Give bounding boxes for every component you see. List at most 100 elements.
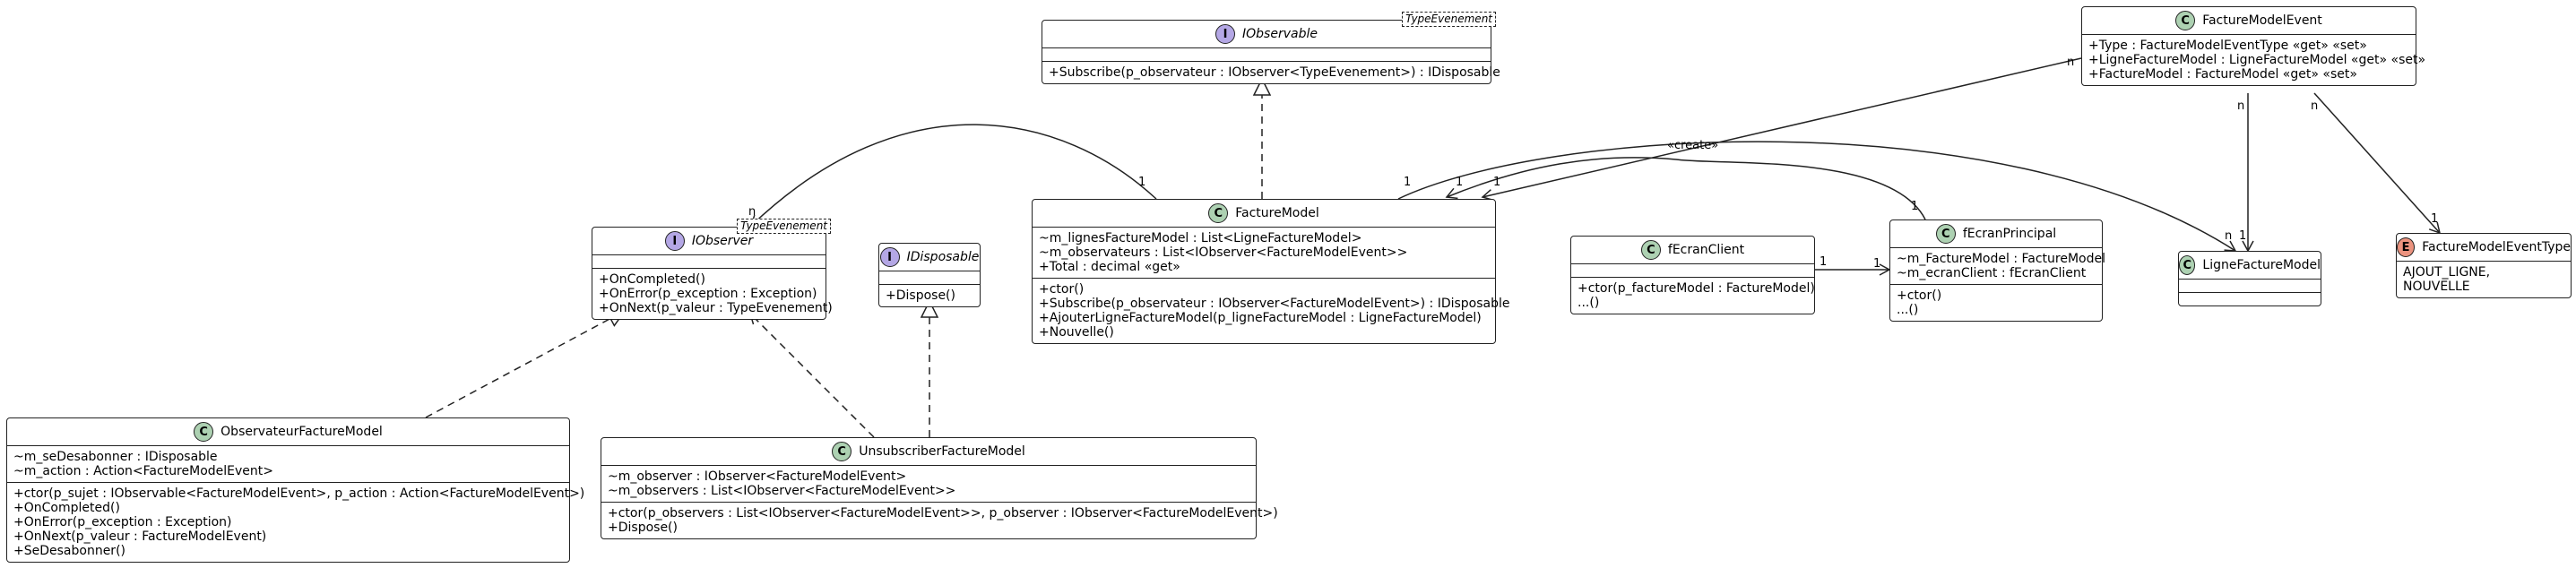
enum-icon: E [2397,237,2416,257]
methods-section [2179,293,2321,306]
class-icon: C [2179,255,2196,275]
attribute: ~m_lignesFactureModel : List<LigneFactur… [1039,231,1362,245]
attributes-section: +Type : FactureModelEventType «get» «set… [2082,35,2426,85]
association-facturemodelevent-facturemodel [1481,57,2082,202]
attribute: +LigneFactureModel : LigneFactureModel «… [2088,53,2426,67]
method: +OnCompleted() [13,501,120,515]
method: +OnNext(p_valeur : TypeEvenement) [599,301,833,315]
attributes-section: ~m_seDesabonner : IDisposable ~m_action … [7,446,569,483]
method: ...() [1897,303,1919,317]
method: +OnCompleted() [599,272,705,287]
class-box-observateurfacturemodel[interactable]: C ObservateurFactureModel ~m_seDesabonne… [6,417,585,563]
class-box-lignefacturemodel[interactable]: C LigneFactureModel [2178,251,2321,306]
method: +Nouvelle() [1039,325,1114,340]
method: +Subscribe(p_observateur : IObserver<Typ… [1049,65,1500,80]
method: ...() [1578,296,1600,310]
class-box-fecranprincipal[interactable]: C fEcranPrincipal ~m_FactureModel : Fact… [1889,219,2105,322]
method: +Dispose() [886,288,955,303]
multiplicity-label: 1 [1911,200,1919,213]
multiplicity-label: 1 [2239,229,2247,243]
method: +AjouterLigneFactureModel(p_ligneFacture… [1039,311,1482,325]
class-name: IObserver [691,234,754,248]
class-box-facturemodeleventtype[interactable]: E FactureModelEventType AJOUT_LIGNE, NOU… [2396,233,2572,298]
class-icon: C [194,422,214,442]
multiplicity-label: 1 [1873,257,1881,271]
attributes-section: ~m_lignesFactureModel : List<LigneFactur… [1033,228,1495,279]
dependency-unsubscriber-iobserver [748,312,875,438]
multiplicity-label: 1 [1138,176,1146,189]
association-facturemodel-iobserver [749,124,1157,228]
class-name: FactureModel [1235,206,1319,220]
class-name: LigneFactureModel [2202,258,2321,272]
attributes-section: ~m_FactureModel : FactureModel ~m_ecranC… [1890,248,2105,285]
attribute: ~m_observers : List<IObserver<FactureMod… [608,484,956,498]
class-name: IObservable [1242,27,1318,41]
multiplicity-label: 1 [1456,176,1464,189]
methods-section: +ctor() +Subscribe(p_observateur : IObse… [1033,279,1510,343]
class-header: C fEcranPrincipal [1890,220,2102,248]
class-box-iobserver[interactable]: I IObserver TypeEvenement +OnCompleted()… [592,219,833,320]
type-parameter: TypeEvenement [737,219,831,234]
class-box-fecranclient[interactable]: C fEcranClient +ctor(p_factureModel : Fa… [1570,236,1815,314]
attribute: ~m_action : Action<FactureModelEvent> [13,464,273,478]
class-header: I IDisposable [879,244,980,271]
class-box-facturemodelevent[interactable]: C FactureModelEvent +Type : FactureModel… [2081,6,2426,86]
class-name: fEcranClient [1667,243,1745,257]
class-name: IDisposable [906,250,980,264]
class-name: UnsubscriberFactureModel [859,444,1025,459]
class-box-idisposable[interactable]: I IDisposable +Dispose() [878,243,981,307]
multiplicity-label: n [2237,99,2245,113]
association-fecranprincipal-facturemodel [1445,157,1926,220]
methods-section: +ctor(p_observers : List<IObserver<Factu… [601,503,1278,538]
method: +OnError(p_exception : Exception) [13,515,232,529]
multiplicity-label: n [748,205,756,219]
methods-section: +ctor(p_sujet : IObservable<FactureModel… [7,483,585,562]
attributes-section [592,255,826,269]
method: +SeDesabonner() [13,544,125,558]
attribute: ~m_FactureModel : FactureModel [1897,252,2105,266]
methods-section: +Subscribe(p_observateur : IObserver<Typ… [1042,62,1500,83]
attribute: ~m_seDesabonner : IDisposable [13,450,218,464]
class-header: C FactureModel [1033,200,1495,228]
attribute: +FactureModel : FactureModel «get» «set» [2088,67,2357,82]
class-header: I IObservable TypeEvenement [1042,12,1496,48]
multiplicity-label: n [2225,229,2233,243]
enum-value: AJOUT_LIGNE, [2403,265,2491,280]
interface-icon: I [664,231,685,251]
method: +ctor(p_factureModel : FactureModel) [1578,281,1815,296]
association-facturemodelevent-type [2313,92,2442,235]
methods-section: +Dispose() [879,285,980,306]
class-header: C fEcranClient [1571,237,1814,264]
class-icon: C [1640,240,1661,260]
attribute: ~m_observer : IObserver<FactureModelEven… [608,469,907,484]
multiplicity-label: 1 [1404,176,1412,189]
methods-section: +ctor() ...() [1890,285,2102,321]
interface-icon: I [879,247,900,267]
method: +ctor(p_sujet : IObservable<FactureModel… [13,486,585,501]
methods-section: +ctor(p_factureModel : FactureModel) ...… [1571,278,1815,314]
attributes-section [1571,264,1814,278]
class-box-unsubscriberfacturemodel[interactable]: C UnsubscriberFactureModel ~m_observer :… [601,437,1278,539]
class-icon: C [1935,224,1956,244]
multiplicity-label: n [2311,99,2319,113]
multiplicity-label: n [2067,56,2075,69]
attributes-section: ~m_observer : IObserver<FactureModelEven… [601,466,1256,503]
class-box-iobservable[interactable]: I IObservable TypeEvenement +Subscribe(p… [1042,12,1500,84]
class-header: I IObserver TypeEvenement [592,219,831,255]
attribute: +Total : decimal «get» [1039,260,1180,274]
multiplicity-label: 1 [1820,255,1828,269]
class-name: FactureModelEventType [2422,240,2571,254]
attributes-section [879,271,980,285]
method: +ctor(p_observers : List<IObserver<Factu… [608,506,1278,521]
class-header: C LigneFactureModel [2179,252,2321,280]
attribute: ~m_ecranClient : fEcranClient [1897,266,2087,280]
class-name: FactureModelEvent [2202,13,2322,28]
method: +ctor() [1039,282,1085,297]
class-box-facturemodel[interactable]: C FactureModel ~m_lignesFactureModel : L… [1032,199,1510,344]
attribute: ~m_observateurs : List<IObserver<Facture… [1039,245,1408,260]
attribute: +Type : FactureModelEventType «get» «set… [2088,39,2367,53]
multiplicity-label: 1 [2431,212,2439,226]
class-header: C ObservateurFactureModel [7,418,569,446]
class-header: C FactureModelEvent [2082,7,2416,35]
method: +OnError(p_exception : Exception) [599,287,817,301]
